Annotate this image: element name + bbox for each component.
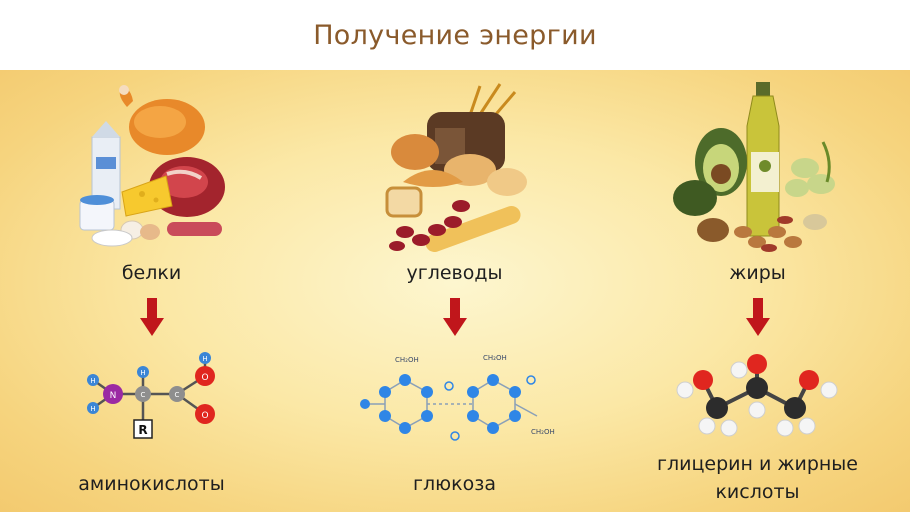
c-atom-label-1: C xyxy=(140,391,145,399)
product-glucose: глюкоза xyxy=(413,473,496,495)
h-atom-label-4: H xyxy=(202,355,207,363)
fat-foods-icon xyxy=(672,82,835,252)
title-bar: Получение энергии xyxy=(0,0,910,70)
product-glycerol-fatty-acids: глицерин и жирные кислоты xyxy=(657,453,858,503)
glycerol-molecule-icon xyxy=(676,354,837,437)
column-carbohydrates: углеводы CH₂OH CH₂ xyxy=(303,70,606,512)
protein-foods-icon xyxy=(79,85,225,247)
diagram-stage: белки xyxy=(0,70,910,512)
label-proteins: белки xyxy=(121,262,182,284)
down-arrow-icon xyxy=(442,298,467,336)
h-atom-label-3: H xyxy=(90,405,95,413)
c-atom-label-2: C xyxy=(174,391,179,399)
glucose-molecule-icon: CH₂OH CH₂OH CH₂OH xyxy=(359,354,555,441)
label-fats: жиры xyxy=(729,262,786,284)
down-arrow-icon xyxy=(139,298,164,336)
ch2oh-label-2: CH₂OH xyxy=(483,354,507,362)
label-carbohydrates: углеводы xyxy=(406,262,503,284)
o-atom-label-2: O xyxy=(201,411,208,421)
down-arrow-icon xyxy=(745,298,770,336)
column-proteins: белки xyxy=(0,70,303,512)
amino-acid-molecule-icon: R N C C O O H H H H xyxy=(86,352,215,439)
o-atom-label-1: O xyxy=(201,373,208,383)
h-atom-label-2: H xyxy=(90,377,95,385)
h-atom-label-1: H xyxy=(140,369,145,377)
page-title: Получение энергии xyxy=(313,19,597,51)
ch2oh-label-3: CH₂OH xyxy=(531,428,555,436)
ch2oh-label-1: CH₂OH xyxy=(395,356,419,364)
carbohydrate-foods-icon xyxy=(385,83,527,252)
n-atom-label: N xyxy=(109,391,116,401)
product-amino-acids: аминокислоты xyxy=(78,473,225,495)
column-fats: жиры xyxy=(606,70,909,512)
r-group-label: R xyxy=(138,423,147,437)
